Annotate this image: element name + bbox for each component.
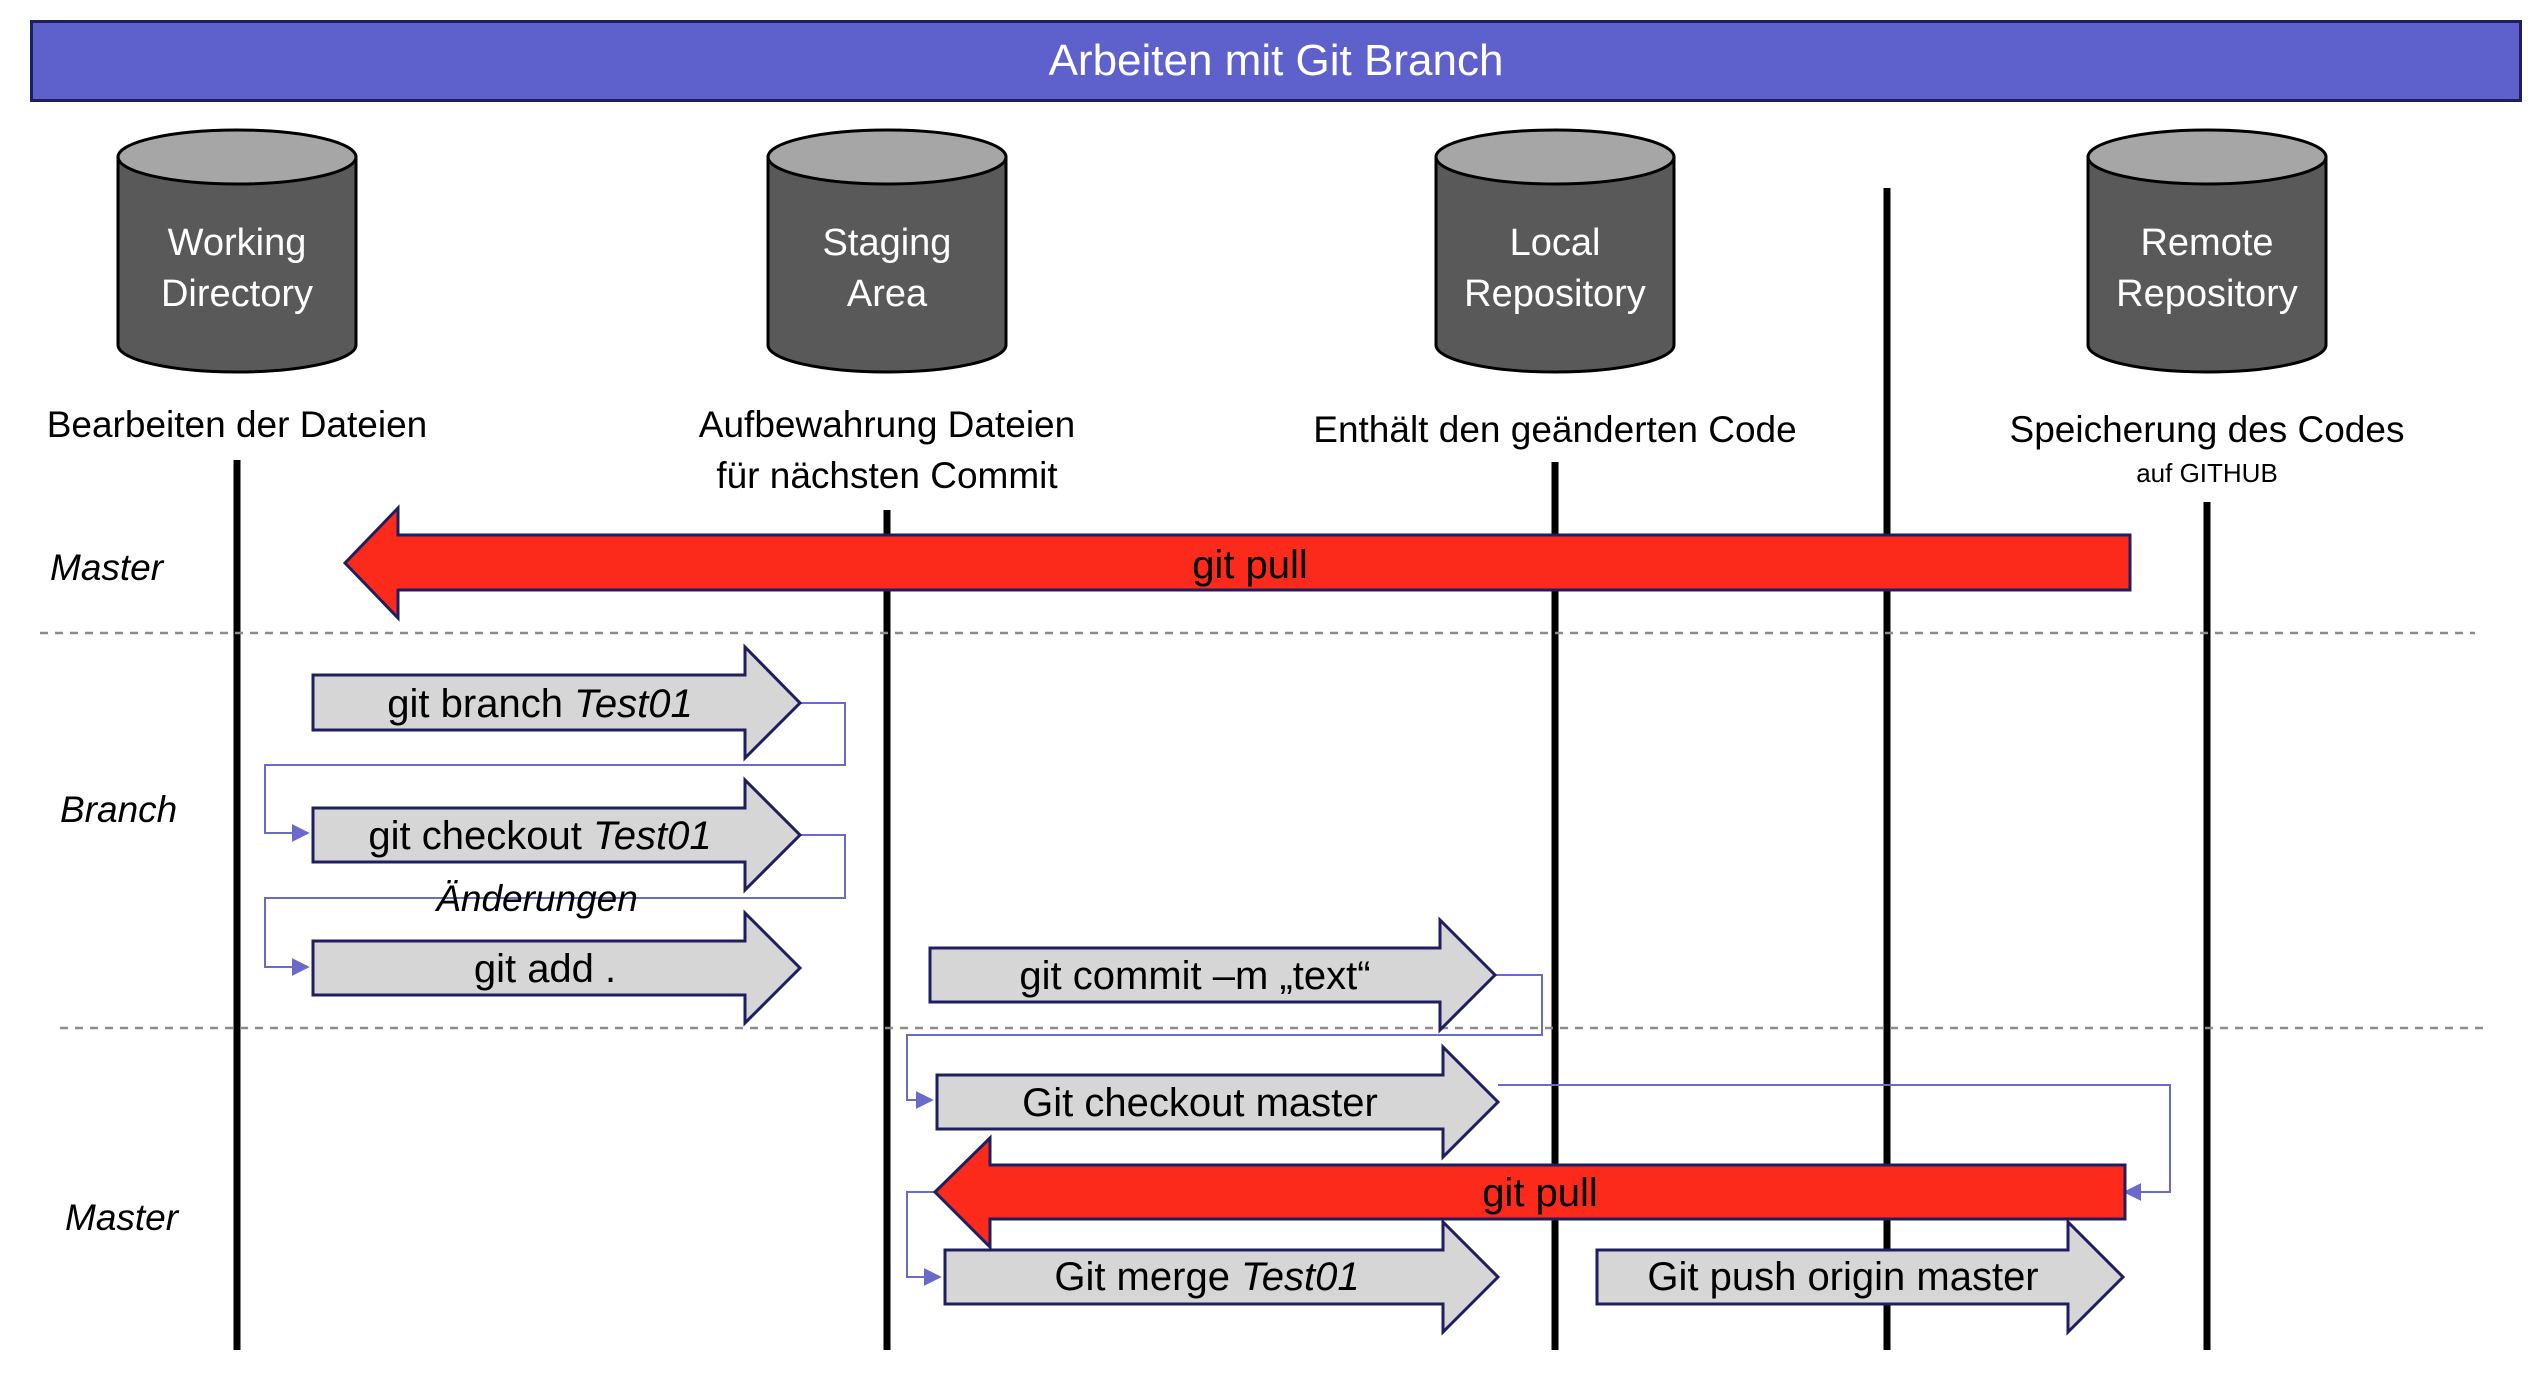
arrow-label: Git checkout master [1022,1081,1378,1125]
git-branch-arrow: git branch Test01 [311,643,803,762]
store-label-line2: Area [847,273,928,315]
arrow-label: Git push origin master [1647,1255,2038,1299]
arrow-label: git pull [1482,1171,1598,1215]
git-push-arrow: Git push origin master [1595,1218,2126,1336]
git-checkout-master-arrow: Git checkout master [935,1043,1501,1161]
cylinder-local-repository: Local Repository [1434,128,1676,374]
arrow-label: git add . [474,947,616,991]
section-label-master: Master [65,1197,180,1238]
store-label-line2: Directory [161,273,313,315]
arrow-label: Git merge Test01 [1054,1255,1359,1299]
git-pull-arrow-top: git pull [342,504,2132,622]
git-commit-arrow: git commit –m „text“ [928,916,1498,1034]
git-checkout-branch-arrow: git checkout Test01 [311,776,803,894]
cylinder-working-directory: Working Directory [116,128,358,374]
arrow-label: git checkout Test01 [368,814,711,858]
diagram-title: Arbeiten mit Git Branch [30,20,2522,102]
store-label-line1: Working [168,222,307,264]
store-label-line1: Staging [823,222,952,264]
section-label-branch: Branch [60,789,177,830]
git-add-arrow: git add . [311,909,803,1027]
store-label-line1: Local [1510,222,1601,264]
store-description: Enthält den geänderten Code [1313,409,1796,450]
store-label-line2: Repository [2116,273,2298,315]
store-label-line1: Remote [2140,222,2273,264]
cylinder-staging-area: Staging Area [766,128,1008,374]
arrow-label: git pull [1192,543,1308,587]
arrow-label: git branch Test01 [387,682,692,726]
flow-connectors [264,702,2171,1286]
store-label-line2: Repository [1464,273,1646,315]
section-label-master: Master [50,547,165,588]
git-pull-arrow-bottom: git pull [932,1134,2127,1251]
store-description: Aufbewahrung Dateien [699,404,1075,445]
store-description: für nächsten Commit [716,455,1058,496]
cylinder-remote-repository: Remote Repository [2086,128,2328,374]
git-merge-arrow: Git merge Test01 [943,1218,1501,1336]
annotation-changes: Änderungen [434,878,638,919]
store-description: Bearbeiten der Dateien [47,404,428,445]
store-description: Speicherung des Codes [2010,409,2405,450]
arrow-label: git commit –m „text“ [1019,954,1370,998]
store-note: auf GITHUB [2136,458,2278,488]
